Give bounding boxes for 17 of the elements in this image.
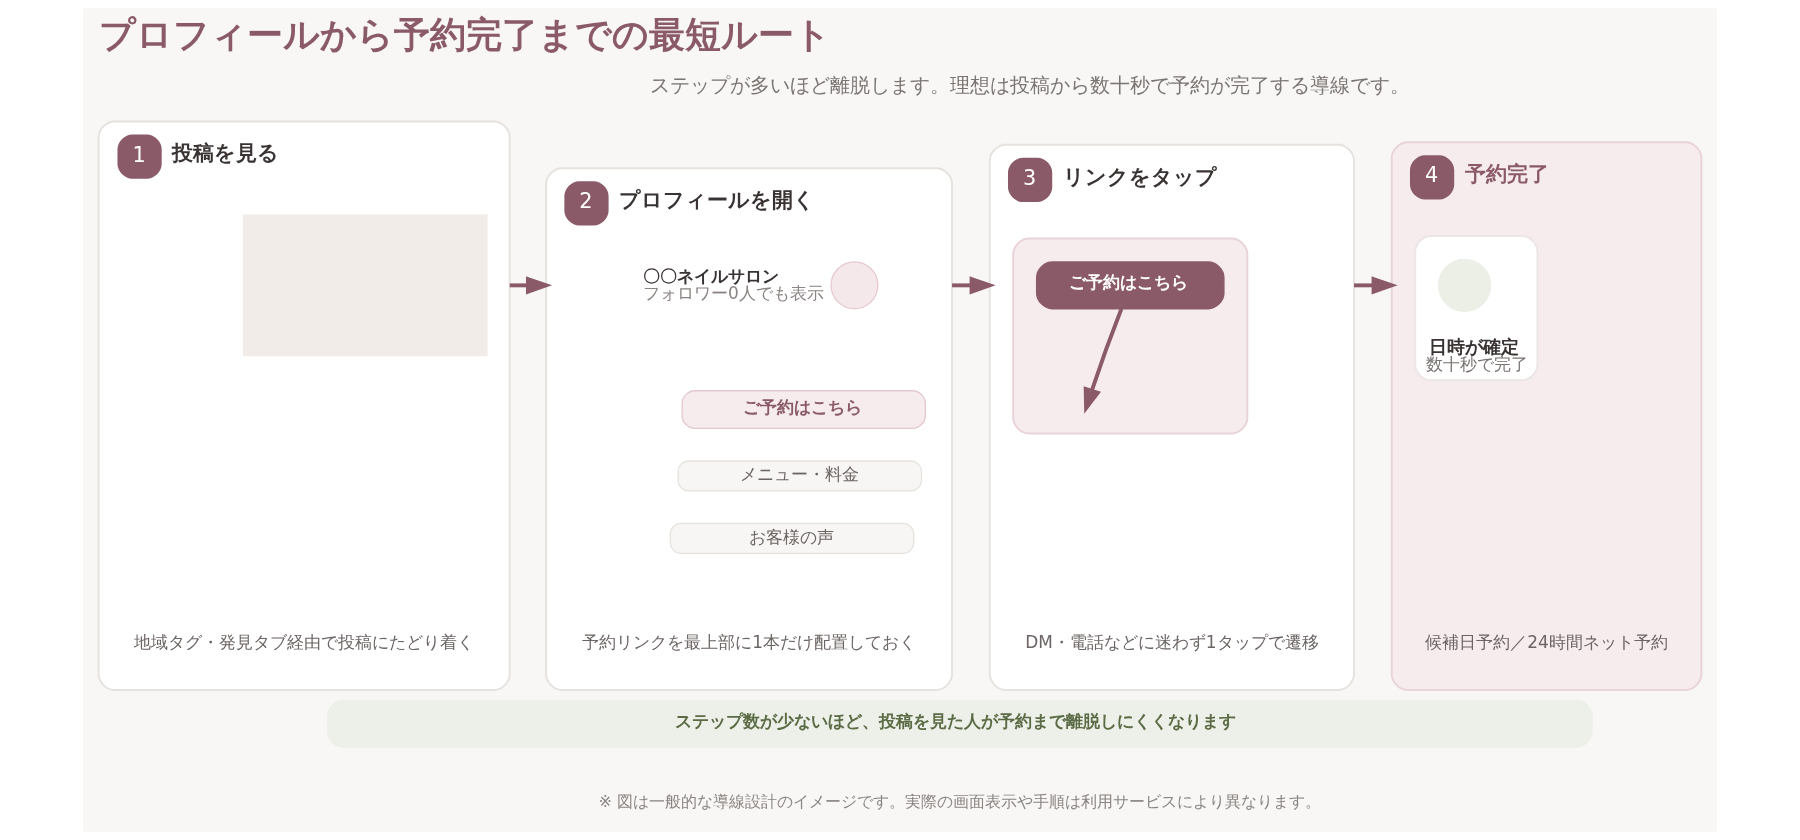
node-box: ご予約はこちら xyxy=(1035,261,1225,310)
node-box: ご予約はこちら xyxy=(681,390,926,430)
label: ※ 図は一般的な導線設計のイメージです。実際の画面表示や手順は利用サービスにより異なります。 xyxy=(598,793,1321,812)
node-box: メニュー・料金 xyxy=(677,460,923,492)
cluster xyxy=(1012,237,1249,435)
cluster: 日時が確定 数十秒で完了 xyxy=(1414,234,1539,382)
arrow xyxy=(1354,276,1398,295)
label: ステップが多いほど離脱します。理想は投稿から数十秒で予約が完了する導線です。 xyxy=(650,74,1411,98)
arrow xyxy=(1083,308,1124,414)
node-box: お客様の声 xyxy=(669,522,915,554)
arrow xyxy=(952,276,996,295)
node-box xyxy=(243,214,488,357)
diagram-title: プロフィールから予約完了までの最短ルート xyxy=(98,12,831,56)
node-circle xyxy=(1437,258,1492,312)
arrow xyxy=(509,276,553,295)
cluster: 1 投稿を見る 地域タグ・発見タブ経由で投稿にたどり着く xyxy=(97,120,511,691)
node-person xyxy=(830,261,879,310)
